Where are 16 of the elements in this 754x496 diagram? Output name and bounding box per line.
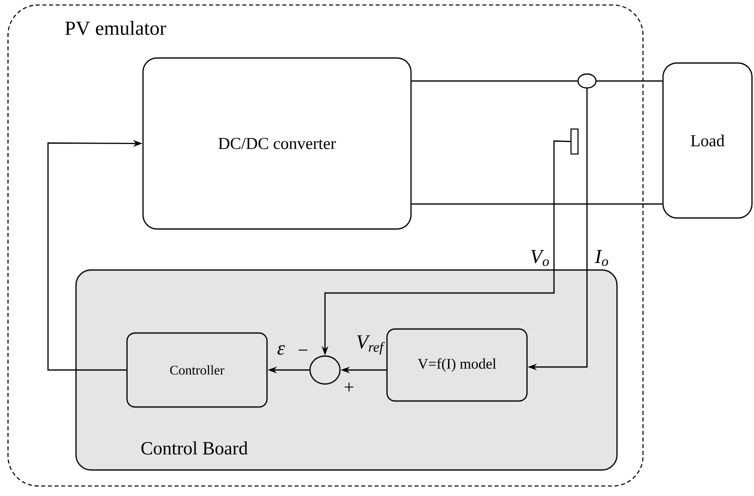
converter-box: DC/DC converter	[142, 57, 412, 230]
edge-label: I$_{o}$	[594, 248, 610, 268]
current-sensor	[577, 73, 597, 89]
voltage-probe	[570, 128, 579, 155]
load-box: Load	[662, 62, 753, 219]
wire	[596, 80, 662, 82]
sign-label: −	[298, 350, 308, 351]
edge-label: ε	[276, 344, 286, 356]
summing-junction	[309, 355, 341, 385]
edge-label: V$_{ref}$	[354, 334, 386, 356]
controller-box: Controller	[126, 332, 268, 408]
wire	[412, 203, 662, 205]
sign-label: +	[344, 382, 354, 392]
edge-label: V$_{o}$	[528, 248, 552, 268]
wire	[412, 80, 578, 82]
model-box: V=f(I) model	[386, 328, 528, 402]
